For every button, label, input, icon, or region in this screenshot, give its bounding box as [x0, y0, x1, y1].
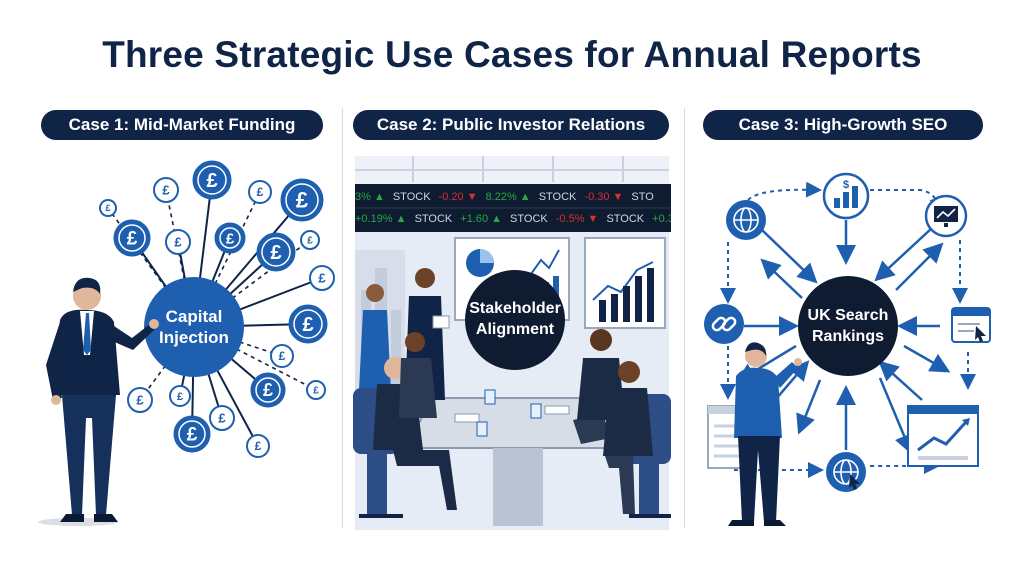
pound-coin-icon: £: [99, 199, 117, 217]
pound-coin-icon: £: [192, 160, 232, 200]
ticker-entry: STOCK: [414, 213, 453, 225]
pie-chart-icon: [466, 249, 494, 277]
pound-coin-icon: £: [153, 177, 179, 203]
pound-coin-icon: £: [256, 232, 296, 272]
ticker-entry: -0.20 ▼: [438, 191, 478, 203]
case-2-label: Case 2: Public Investor Relations: [353, 110, 669, 140]
pound-symbol: £: [127, 228, 138, 249]
capital-injection-node: [144, 277, 244, 377]
pound-symbol: £: [302, 314, 313, 336]
pound-symbol: £: [257, 185, 264, 199]
link-icon: [704, 304, 744, 344]
pound-coin-icon: £: [214, 222, 246, 254]
dollar-symbol: $: [843, 179, 849, 191]
meeting-attendees: [353, 268, 671, 518]
pound-coin-icon: £: [300, 230, 320, 250]
ticker-entry: STOCK: [510, 213, 548, 225]
pound-symbol: £: [296, 188, 309, 213]
pound-symbol: £: [313, 385, 319, 396]
pound-coin-icon: £: [248, 180, 272, 204]
pound-coin-icon: £: [127, 387, 153, 413]
pound-coin-icon: £: [165, 229, 191, 255]
pound-symbol: £: [174, 235, 182, 250]
globe-cursor-icon: [826, 452, 866, 492]
pound-symbol: £: [307, 235, 313, 246]
globe-icon: [726, 200, 766, 240]
ticker-entry: 8.22% ▲: [485, 191, 531, 203]
ticker-entry: STOCK: [606, 213, 645, 225]
pound-symbol: £: [226, 230, 235, 247]
pound-symbol: £: [318, 271, 326, 286]
pound-coin-icon: £: [113, 219, 151, 257]
pound-coin-icon: £: [288, 304, 328, 344]
pound-symbol: £: [279, 349, 286, 363]
growth-chart-window-icon: [907, 405, 979, 467]
seo-diagram: $: [704, 172, 991, 526]
ticker-entry: STOCK: [538, 191, 577, 203]
pound-coin-icon: £: [169, 385, 191, 407]
person-pointing-icon: [38, 277, 159, 526]
person-pointing-icon: [728, 342, 802, 526]
ticker-entry: +0.19% ▲: [355, 213, 407, 225]
pound-symbol: £: [218, 411, 226, 426]
ticker-row-2: +0.19% ▲ STOCK +1.60 ▲ STOCK -0.5% ▼ STOCK +0.…: [355, 209, 671, 229]
divider-1: [342, 108, 343, 528]
ticker-row-1: 3% ▲ STOCK -0.20 ▼ 8.22% ▲ STOCK -0.30 ▼ STO: [355, 187, 671, 207]
page-title: Three Strategic Use Cases for Annual Rep…: [102, 34, 922, 75]
pound-coin-icon: £: [306, 380, 326, 400]
funding-diagram: £ £ £ £ £ £ £ £ £ £ £ £ £ £ £ £ £ £ £ £: [38, 160, 335, 526]
ticker-entry: +0.3 ▲: [652, 213, 671, 225]
uk-search-rankings-node: [798, 276, 898, 376]
pound-symbol: £: [105, 203, 110, 213]
case-3-label: Case 3: High-Growth SEO: [703, 110, 983, 140]
pound-symbol: £: [255, 439, 262, 453]
ticker-entry: STOCK: [392, 191, 431, 203]
case-2-panel: 3% ▲ STOCK -0.20 ▼ 8.22% ▲ STOCK -0.30 ▼ STO +…: [353, 150, 671, 530]
ticker-entry: +1.60 ▲: [460, 213, 503, 225]
browser-window-icon: [951, 307, 991, 343]
pound-symbol: £: [206, 170, 217, 192]
case-3-panel: $: [700, 150, 1010, 530]
pound-symbol: £: [177, 391, 183, 403]
pound-symbol: £: [162, 183, 170, 198]
pound-coin-icon: £: [309, 265, 335, 291]
stakeholder-alignment-node: [465, 270, 565, 370]
pound-coin-icon: £: [280, 178, 324, 222]
monitor-chart-icon: [924, 194, 968, 238]
money-chart-icon: [822, 172, 870, 220]
pound-coin-icon: £: [209, 405, 235, 431]
pound-symbol: £: [187, 424, 198, 445]
cursor-icon: [975, 326, 986, 342]
pound-coin-icon: £: [250, 372, 286, 408]
ticker-entry: 3% ▲: [355, 191, 385, 203]
pound-coin-icon: £: [246, 434, 270, 458]
divider-2: [684, 108, 685, 528]
boardroom-scene: [353, 156, 671, 530]
case-1-label: Case 1: Mid-Market Funding: [41, 110, 323, 140]
pound-symbol: £: [270, 242, 281, 264]
pound-coin-icon: £: [270, 344, 294, 368]
pound-symbol: £: [136, 393, 144, 408]
pound-coin-icon: £: [173, 415, 211, 453]
pound-symbol: £: [263, 380, 273, 400]
ticker-entry: STO: [631, 191, 654, 203]
ticker-entry: -0.30 ▼: [584, 191, 624, 203]
ticker-entry: -0.5% ▼: [555, 213, 599, 225]
